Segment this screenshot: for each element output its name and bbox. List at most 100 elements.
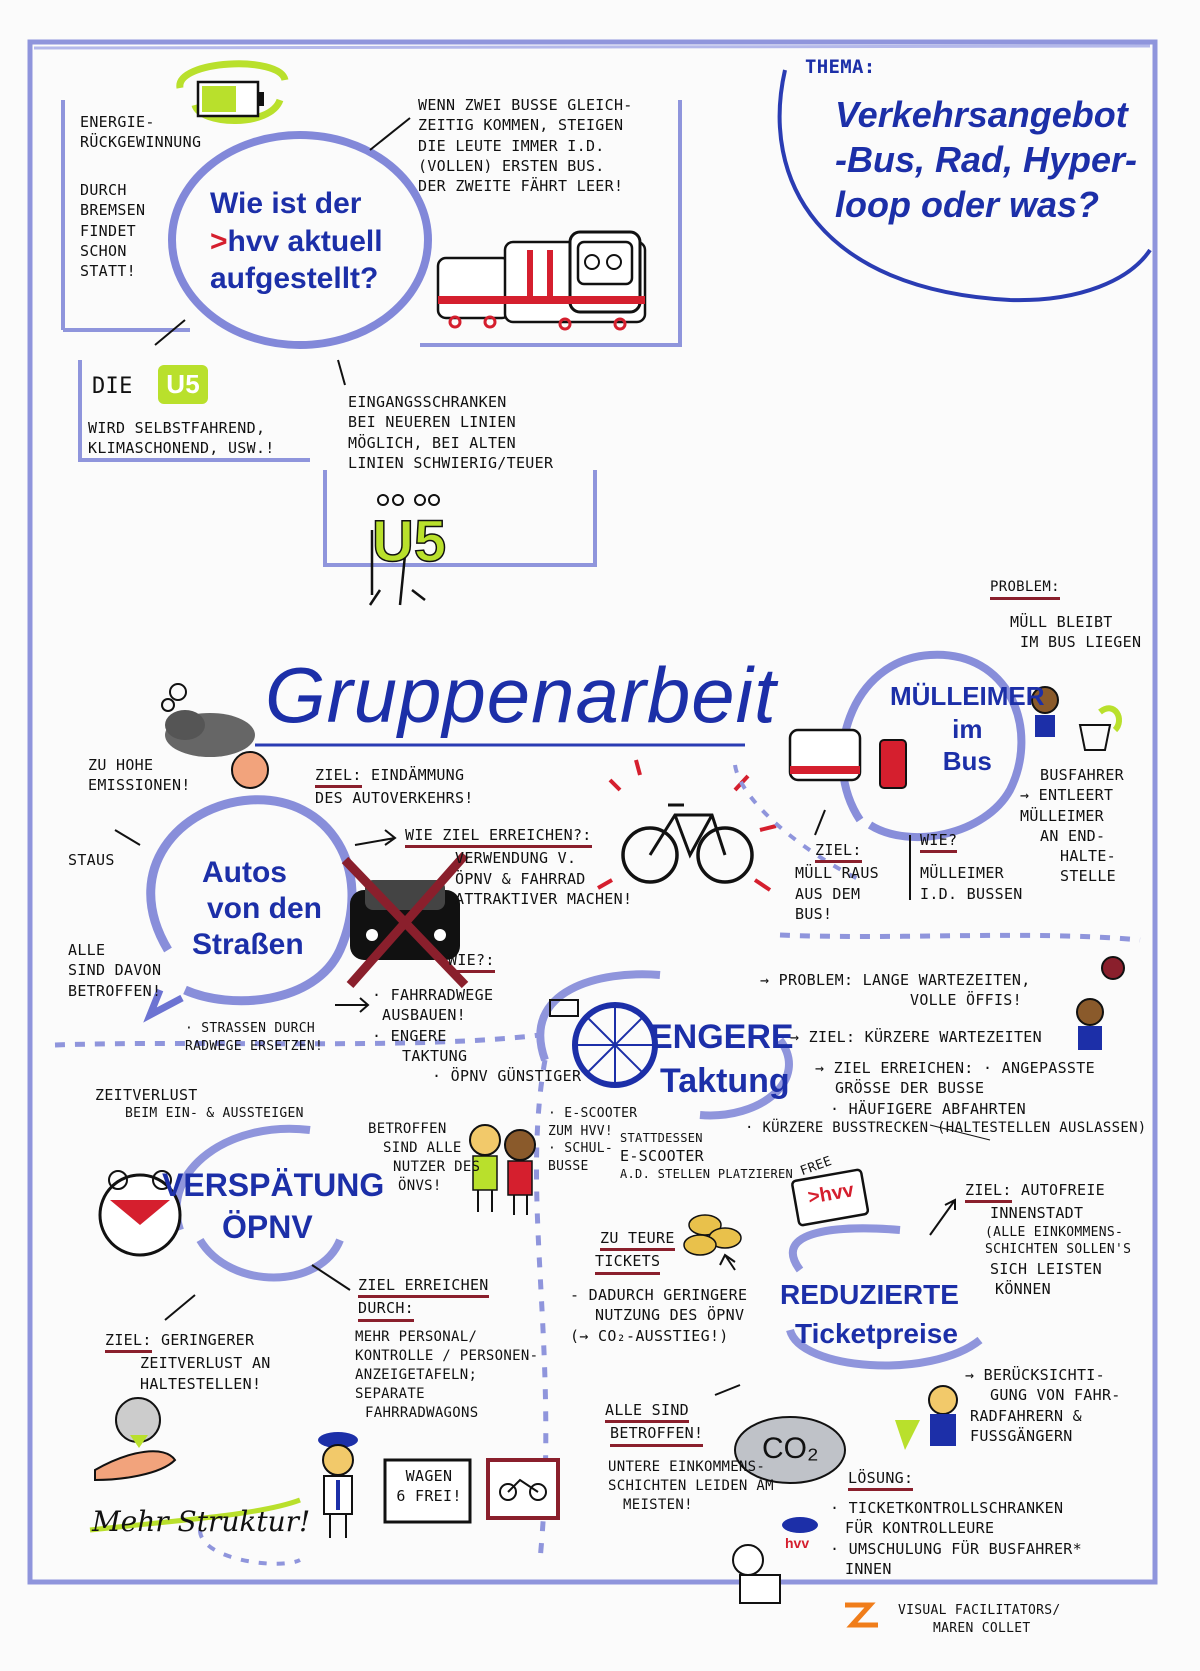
u5-heading: DIE U5 <box>92 365 209 405</box>
co2-cloud-icon <box>734 1416 846 1484</box>
note-line: ZU HOHE <box>88 756 154 774</box>
note-line: NUTZUNG DES ÖPNV <box>595 1306 745 1325</box>
note-line: · FAHRRADWEGE <box>372 986 494 1004</box>
wagen-sign <box>383 1458 472 1524</box>
waiting-person-icon <box>1076 956 1125 1050</box>
bubble-line: aufgestellt? <box>210 262 379 295</box>
note-line: AUSBAUEN! <box>382 1006 466 1025</box>
credits: VISUAL FACILITATORS/ MAREN COLLET <box>898 1602 1061 1637</box>
note-line: FUßGÄNGERN <box>970 1426 1073 1445</box>
ziel-label: ZIEL: <box>105 1330 152 1354</box>
note-line: → ENTLEERT <box>1020 786 1114 805</box>
note-line: STATTDESSEN <box>620 1131 703 1145</box>
alle-betroffen-note: UNTERE EINKOMMENS- SCHICHTEN LEIDEN AM M… <box>608 1458 774 1515</box>
muell-ziel-note: ZIEL: MÜLL RAUS AUS DEM BUS! <box>795 840 879 924</box>
energy-note: ENERGIE- RÜCKGEWINNUNG <box>80 112 201 153</box>
note-line: · TICKETKONTROLLSCHRANKEN <box>830 1499 1064 1517</box>
note-line: KLIMASCHONEND, USW.! <box>88 439 275 458</box>
betroffen-note: BETROFFEN SIND ALLE NUTZER DES ÖNVS! <box>368 1120 480 1196</box>
loesung-label-text: LÖSUNG: <box>848 1468 914 1492</box>
u5-prefix: DIE <box>92 374 133 399</box>
note-line: AUTOFREIE <box>1021 1181 1105 1199</box>
note-line: ZEITIG KOMMEN, STEIGEN <box>418 116 624 135</box>
brakes-note: DURCH BREMSEN FINDET SCHON STATT! <box>80 180 145 281</box>
staff-person-icon <box>318 1432 358 1538</box>
note-line: EINDÄMMUNG <box>371 766 465 784</box>
note-line: ÖPNV & FAHRRAD <box>455 869 586 888</box>
ziel-label: ZIEL: <box>815 840 862 864</box>
stattdessen-note: STATTDESSEN E-SCOOTER A.D. STELLEN PLATZ… <box>620 1130 793 1183</box>
ziel-label: ZIEL: <box>315 765 362 789</box>
theme-title-line: -Bus, Rad, Hyper- <box>835 139 1138 180</box>
note-line: LINIEN SCHWIERIG/TEUER <box>348 453 554 472</box>
bubble-line: ENGERE <box>650 1018 794 1056</box>
note-line: SICH LEISTEN <box>990 1259 1102 1278</box>
ticket-ziel-note: ZIEL: AUTOFREIE INNENSTADT (ALLE EINKOMM… <box>965 1180 1131 1299</box>
wagen-sign-text: WAGEN 6 FREI! <box>393 1466 465 1507</box>
bus-with-trash-icon <box>788 686 1122 789</box>
note-line: → ZIEL ERREICHEN: · ANGEPASSTE <box>815 1059 1095 1077</box>
verspaetung-bubble-title: VERSPÄTUNG ÖPNV <box>162 1165 384 1248</box>
note-line: SCHON <box>80 241 127 260</box>
u5-mascot-icon <box>368 494 440 606</box>
theme-arc <box>777 69 1152 303</box>
note-line: VOLLE ÖFFIS! <box>910 991 1022 1010</box>
muell-bubble-title: MÜLLEIMER im Bus <box>890 680 1045 778</box>
note-line: BREMSEN <box>80 201 146 220</box>
theme-title: Verkehrsangebot -Bus, Rad, Hyper- loop o… <box>835 92 1137 227</box>
note-line: HALTESTELLEN! <box>140 1374 262 1393</box>
u5-badge: U5 <box>158 365 209 405</box>
u5-note: WIRD SELBSTFAHREND, KLIMASCHONEND, USW.! <box>88 418 275 459</box>
note-line: WAGEN <box>405 1467 453 1485</box>
note-line: 6 FREI! <box>396 1487 462 1506</box>
note-line: HALTE- <box>1060 847 1116 865</box>
note-line: BETROFFEN! <box>68 981 162 1000</box>
note-line: FINDET <box>80 221 136 240</box>
late-clock-icon <box>98 1170 182 1257</box>
loesung-label: LÖSUNG: <box>848 1468 914 1492</box>
problem-label: PROBLEM: <box>990 578 1060 600</box>
hvv-bubble-title: Wie ist der >hvv aktuell aufgestellt? <box>210 185 383 298</box>
muell-problem-label: PROBLEM: <box>990 578 1060 600</box>
note-line: SIND DAVON <box>68 961 162 980</box>
bubble-line: VERSPÄTUNG <box>162 1167 385 1203</box>
note-line: DURCH: <box>358 1298 414 1322</box>
bubble-line: REDUZIERTE <box>780 1279 959 1310</box>
note-line: EINGANGSSCHRANKEN <box>348 393 507 411</box>
co2-text: CO₂ <box>762 1432 819 1465</box>
note-line: ZU TEURE <box>600 1228 675 1252</box>
note-line: E-SCOOTER <box>620 1147 704 1166</box>
loesung-note: · TICKETKONTROLLSCHRANKEN FÜR KONTROLLEU… <box>830 1498 1082 1579</box>
note-line: AUS DEM <box>795 884 861 903</box>
note-line: MÜLLEIMER <box>920 864 1004 883</box>
note-line: - DADURCH GERINGERE <box>570 1286 748 1304</box>
note-line: ALLE <box>68 941 106 959</box>
bubble-line: Ticketpreise <box>795 1318 958 1350</box>
note-line: MEHR PERSONAL/ <box>355 1329 478 1345</box>
bubble-line: MÜLLEIMER <box>890 681 1045 711</box>
staus-note: STAUS <box>68 851 115 869</box>
battery-icon <box>176 60 289 124</box>
note-line: RADFAHRERN & <box>970 1406 1082 1425</box>
theme-title-line: loop oder was? <box>835 184 1100 225</box>
note-line: STATT! <box>80 262 136 280</box>
taktung-erreichen-note: → ZIEL ERREICHEN: · ANGEPASSTE GRÖßE DER… <box>745 1058 1147 1138</box>
note-line: ENERGIE- <box>80 113 155 131</box>
bubble-line: ÖPNV <box>222 1208 313 1245</box>
note-line: UNTERE EINKOMMENS- <box>608 1459 766 1475</box>
autos-wie-label: WIE?: <box>448 950 495 974</box>
note-line: INNENSTADT <box>990 1204 1084 1223</box>
note-line: NUTZER DES <box>393 1158 481 1175</box>
bubble-line: Straßen <box>192 928 304 961</box>
note-line: · STRAßEN DURCH <box>185 1021 316 1036</box>
note-line: A.D. STELLEN PLATZIEREN <box>620 1167 794 1182</box>
muell-wie-note: WIE? MÜLLEIMER I.D. BUSSEN <box>920 830 1023 904</box>
note-line: BEI NEUEREN LINIEN <box>348 413 516 432</box>
note-line: BUSSE <box>548 1158 589 1174</box>
verspaetung-erreichen-label: ZIEL ERREICHEN DURCH: <box>358 1275 489 1322</box>
muell-bubble-outline <box>838 650 1026 841</box>
busfahrer-note: BUSFAHRER → ENTLEERT MÜLLEIMER AN END- H… <box>1020 765 1124 887</box>
verspaetung-erreichen-note: MEHR PERSONAL/ KONTROLLE / PERSONEN- ANZ… <box>355 1328 538 1422</box>
credits-line: MAREN COLLET <box>933 1620 1031 1636</box>
group-title: Gruppenarbeit <box>265 651 777 739</box>
